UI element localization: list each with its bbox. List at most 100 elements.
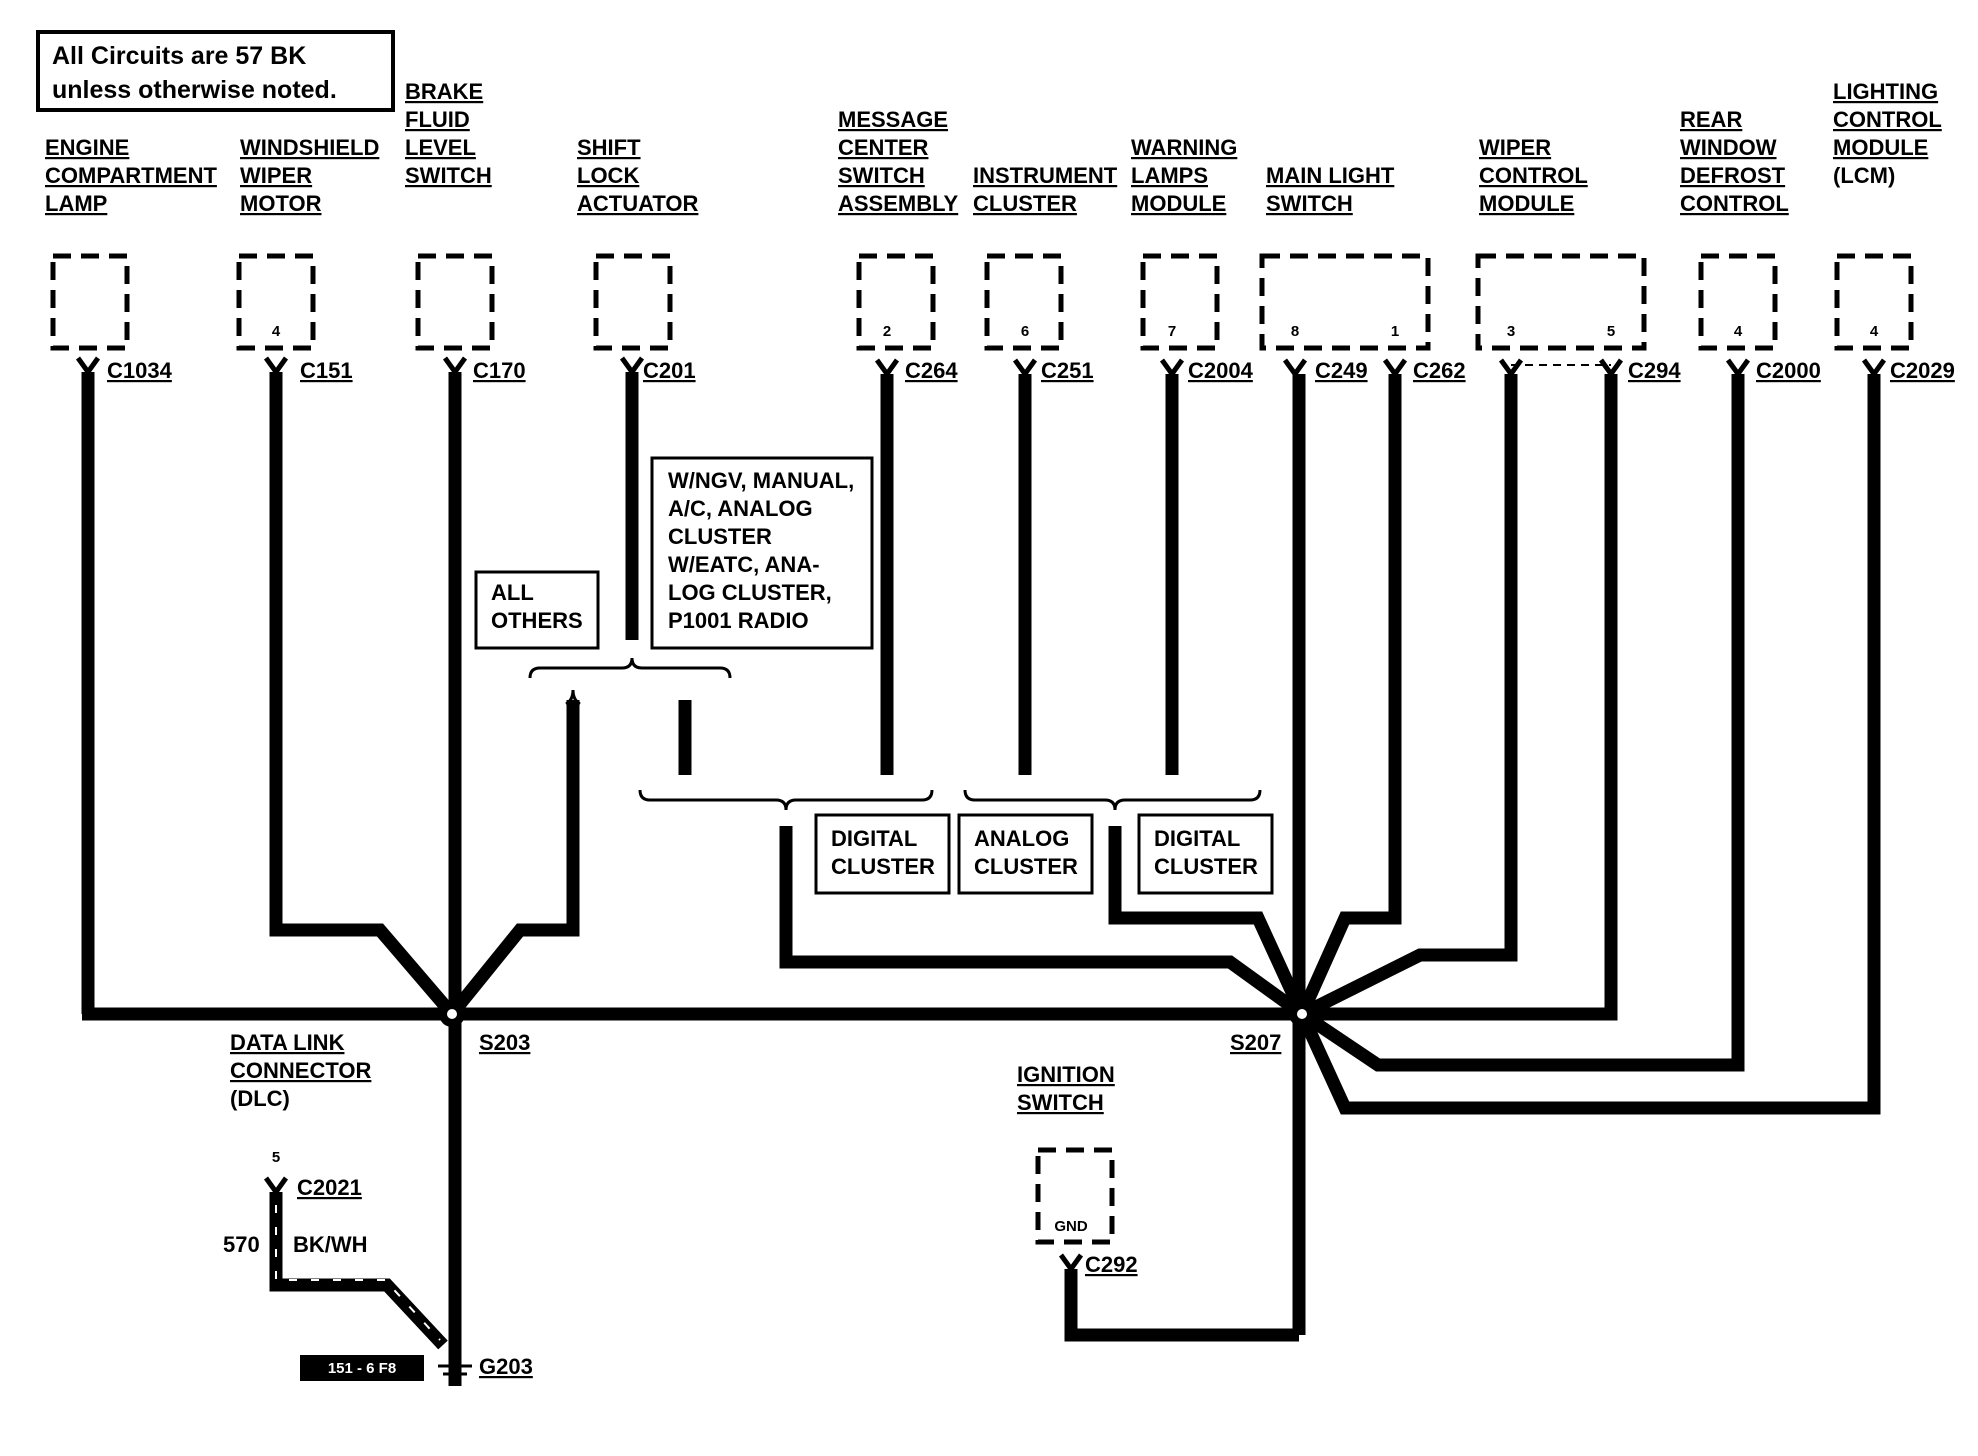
svg-text:DATA LINK: DATA LINK [230,1030,345,1055]
label-brake-fluid-level-switch: BRAKE FLUID LEVEL SWITCH [405,79,492,188]
label-message-center-switch: MESSAGE CENTER SWITCH ASSEMBLY [838,107,959,216]
svg-text:LIGHTING: LIGHTING [1833,79,1938,104]
svg-text:LAMPS: LAMPS [1131,163,1208,188]
cluster-bracket-left [638,789,934,811]
connector-c1034: C1034 [107,358,173,383]
dlc-circuit-color: BK/WH [293,1232,368,1257]
label-instrument-cluster: INSTRUMENT CLUSTER [973,163,1118,216]
ground-icon [438,1364,472,1384]
svg-text:5: 5 [1607,323,1615,340]
svg-text:MESSAGE: MESSAGE [838,107,948,132]
svg-text:SWITCH: SWITCH [405,163,492,188]
svg-text:CONTROL: CONTROL [1833,107,1942,132]
svg-text:CLUSTER: CLUSTER [973,191,1077,216]
svg-text:MODULE: MODULE [1131,191,1226,216]
figure-id-badge: 151 - 6 F8 [300,1355,424,1381]
svg-text:CLUSTER: CLUSTER [1154,854,1258,879]
svg-text:COMPARTMENT: COMPARTMENT [45,163,217,188]
label-main-light-switch: MAIN LIGHT SWITCH [1266,163,1395,216]
cluster-wires [779,374,1308,1020]
connector-c264: C264 [905,358,958,383]
label-warning-lamps-module: WARNING LAMPS MODULE [1131,135,1237,216]
svg-text:WIPER: WIPER [240,163,312,188]
svg-text:W/EATC, ANA-: W/EATC, ANA- [668,552,820,577]
svg-text:DEFROST: DEFROST [1680,163,1786,188]
label-windshield-wiper-motor: WINDSHIELD WIPER MOTOR [240,135,379,216]
svg-text:7: 7 [1168,323,1176,340]
label-wiper-control-module: WIPER CONTROL MODULE [1479,135,1588,216]
pin-numbers: 4 2 6 7 8 1 3 5 4 4 5 GND [272,323,1879,1235]
dlc-wire [269,1192,448,1350]
svg-text:LEVEL: LEVEL [405,135,476,160]
ignition-switch-box [1035,1147,1115,1245]
svg-text:2: 2 [883,323,891,340]
connector-c151: C151 [300,358,353,383]
label-shift-lock-actuator: SHIFT LOCK ACTUATOR [577,135,699,216]
wiper-motor-box [236,253,316,351]
svg-text:GND: GND [1054,1218,1088,1235]
instrument-cluster-box [984,253,1064,351]
label-ignition-switch: IGNITION SWITCH [1017,1062,1115,1115]
svg-text:MODULE: MODULE [1833,135,1928,160]
connector-c2004: C2004 [1188,358,1254,383]
component-boxes [50,253,1914,1245]
brake-switch-box [415,253,495,351]
svg-text:CONNECTOR: CONNECTOR [230,1058,371,1083]
svg-text:W/NGV, MANUAL,: W/NGV, MANUAL, [668,468,854,493]
connector-c2021: C2021 [297,1175,362,1200]
connector-c170: C170 [473,358,526,383]
svg-text:SWITCH: SWITCH [1017,1090,1104,1115]
svg-text:8: 8 [1291,323,1299,340]
svg-text:unless otherwise noted.: unless otherwise noted. [52,76,337,104]
svg-text:SWITCH: SWITCH [838,163,925,188]
svg-text:DIGITAL: DIGITAL [831,826,917,851]
svg-text:OTHERS: OTHERS [491,608,583,633]
svg-text:WINDOW: WINDOW [1680,135,1777,160]
svg-text:LAMP: LAMP [45,191,107,216]
svg-text:P1001 RADIO: P1001 RADIO [668,608,809,633]
svg-text:CLUSTER: CLUSTER [831,854,935,879]
option-all-others: ALL OTHERS [474,570,600,650]
connector-c201: C201 [643,358,696,383]
connector-labels: C1034 C151 C170 C201 C264 C251 C2004 C24… [107,358,1955,1277]
wiper-control-box [1475,253,1647,351]
svg-text:ENGINE: ENGINE [45,135,129,160]
dlc-circuit-number: 570 [223,1232,260,1257]
svg-text:4: 4 [1734,323,1743,340]
svg-text:CONTROL: CONTROL [1479,163,1588,188]
svg-text:MOTOR: MOTOR [240,191,322,216]
svg-text:CONTROL: CONTROL [1680,191,1789,216]
shift-lock-box [593,253,673,351]
svg-text:CENTER: CENTER [838,135,929,160]
svg-text:IGNITION: IGNITION [1017,1062,1115,1087]
svg-text:ACTUATOR: ACTUATOR [577,191,699,216]
svg-text:MAIN LIGHT: MAIN LIGHT [1266,163,1395,188]
rear-defrost-box [1698,253,1778,351]
option-analog-cluster: ANALOG CLUSTER [957,813,1094,895]
svg-text:LOCK: LOCK [577,163,639,188]
svg-text:(LCM): (LCM) [1833,163,1895,188]
splice-s207-label: S207 [1230,1030,1281,1055]
svg-text:BRAKE: BRAKE [405,79,483,104]
svg-text:ANALOG: ANALOG [974,826,1069,851]
lcm-box [1834,253,1914,351]
svg-text:5: 5 [272,1149,280,1166]
svg-text:WARNING: WARNING [1131,135,1237,160]
svg-text:SWITCH: SWITCH [1266,191,1353,216]
svg-text:WIPER: WIPER [1479,135,1551,160]
svg-text:FLUID: FLUID [405,107,470,132]
shift-lock-wire [528,372,732,775]
svg-text:CLUSTER: CLUSTER [974,854,1078,879]
svg-text:REAR: REAR [1680,107,1742,132]
note-box: All Circuits are 57 BK unless otherwise … [36,30,395,112]
connector-c292: C292 [1085,1252,1138,1277]
option-wngv-manual: W/NGV, MANUAL, A/C, ANALOG CLUSTER W/EAT… [650,456,874,650]
svg-text:WINDSHIELD: WINDSHIELD [240,135,379,160]
connector-c249: C249 [1315,358,1368,383]
s203-wires [81,372,580,1386]
svg-text:DIGITAL: DIGITAL [1154,826,1240,851]
svg-text:All Circuits are 57 BK: All Circuits are 57 BK [52,42,306,70]
engine-lamp-box [50,253,130,351]
label-lighting-control-module: LIGHTING CONTROL MODULE (LCM) [1833,79,1942,188]
